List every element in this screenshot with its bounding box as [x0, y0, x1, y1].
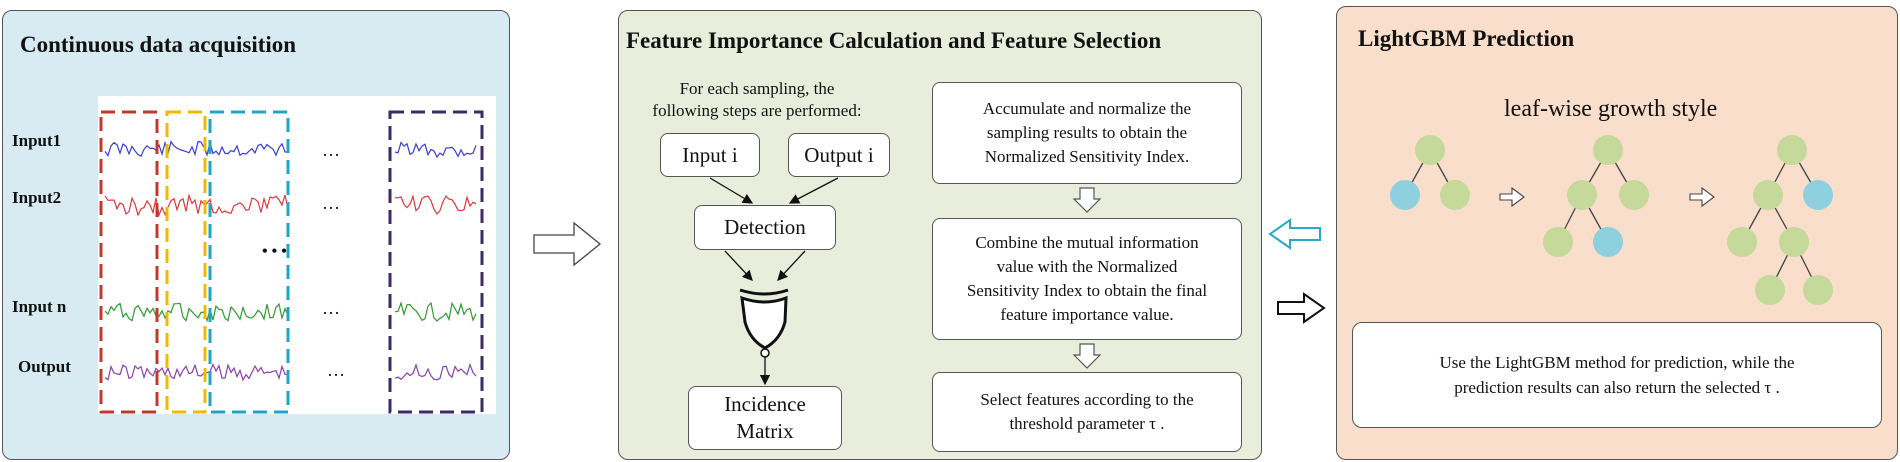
tree-node — [1755, 275, 1785, 305]
tree-node — [1619, 180, 1649, 210]
input-n-label: Input n — [12, 297, 67, 316]
growth-style-label: leaf-wise growth style — [1504, 96, 1718, 122]
ellipsis-vertical: • • • — [262, 243, 287, 260]
arrow-detection-to-gate-left — [724, 250, 753, 281]
tree-node — [1803, 180, 1833, 210]
tree-nodes — [1390, 135, 1833, 305]
input1-signal-tail — [394, 141, 477, 159]
ellipsis-row1: … — [322, 140, 340, 160]
right-arrow-icon — [1499, 186, 1525, 208]
tree-3 — [1741, 149, 1819, 291]
output-label: Output — [18, 357, 71, 376]
ellipsis-row3: … — [322, 298, 340, 318]
down-arrow-icon — [1072, 343, 1102, 369]
signal-plot-area — [98, 96, 496, 414]
output-signal — [104, 363, 289, 382]
right-arrow-icon — [1689, 186, 1715, 208]
return-arrow-icon — [1268, 218, 1321, 250]
input2-signal-tail — [394, 194, 477, 215]
incidence-matrix-box: Incidence Matrix — [688, 386, 842, 450]
input-i-box: Input i — [660, 133, 760, 177]
output-i-box: Output i — [788, 133, 890, 177]
arrow-detection-to-gate-right — [777, 250, 806, 281]
sampling-intro-text: For each sampling, the following steps a… — [652, 79, 862, 120]
right-arrow-icon — [533, 221, 602, 267]
input2-signal — [104, 193, 289, 218]
tree-node — [1567, 180, 1597, 210]
input1-label: Input1 — [12, 131, 62, 150]
down-arrow-icon — [1072, 187, 1102, 213]
ellipsis-row4: … — [327, 360, 345, 380]
data-acquisition-title: Continuous data acquisition — [20, 32, 297, 57]
input1-signal — [104, 140, 289, 158]
arrow-input-to-detection — [709, 177, 754, 204]
ellipsis-row2: … — [322, 193, 340, 213]
step-select-box: Select features according to the thresho… — [932, 372, 1242, 452]
tree-node — [1777, 135, 1807, 165]
tree-node — [1753, 180, 1783, 210]
detection-box: Detection — [694, 205, 836, 250]
tree-node — [1593, 135, 1623, 165]
tree-node — [1593, 227, 1623, 257]
arrow-output-to-detection — [788, 177, 839, 204]
tree-node — [1440, 180, 1470, 210]
tree-node — [1390, 180, 1420, 210]
feature-selection-title: Feature Importance Calculation and Featu… — [626, 28, 1162, 53]
step-combine-box: Combine the mutual information value wit… — [932, 218, 1242, 340]
output-signal-tail — [394, 362, 477, 381]
tree-node — [1727, 227, 1757, 257]
input-n-signal-tail — [394, 301, 477, 322]
window-red — [99, 110, 159, 414]
xnor-gate-icon — [739, 288, 789, 358]
tree-node — [1543, 227, 1573, 257]
window-yellow — [165, 110, 207, 414]
lightgbm-title: LightGBM Prediction — [1358, 26, 1575, 51]
tree-node — [1415, 135, 1445, 165]
step-normalize-box: Accumulate and normalize the sampling re… — [932, 82, 1242, 184]
right-arrow-icon — [1277, 292, 1326, 324]
tree-node — [1803, 275, 1833, 305]
prediction-description-box: Use the LightGBM method for prediction, … — [1352, 322, 1882, 428]
window-purple — [388, 110, 484, 414]
input-n-signal — [104, 302, 289, 323]
input2-label: Input2 — [12, 188, 62, 207]
tree-node — [1779, 227, 1809, 257]
